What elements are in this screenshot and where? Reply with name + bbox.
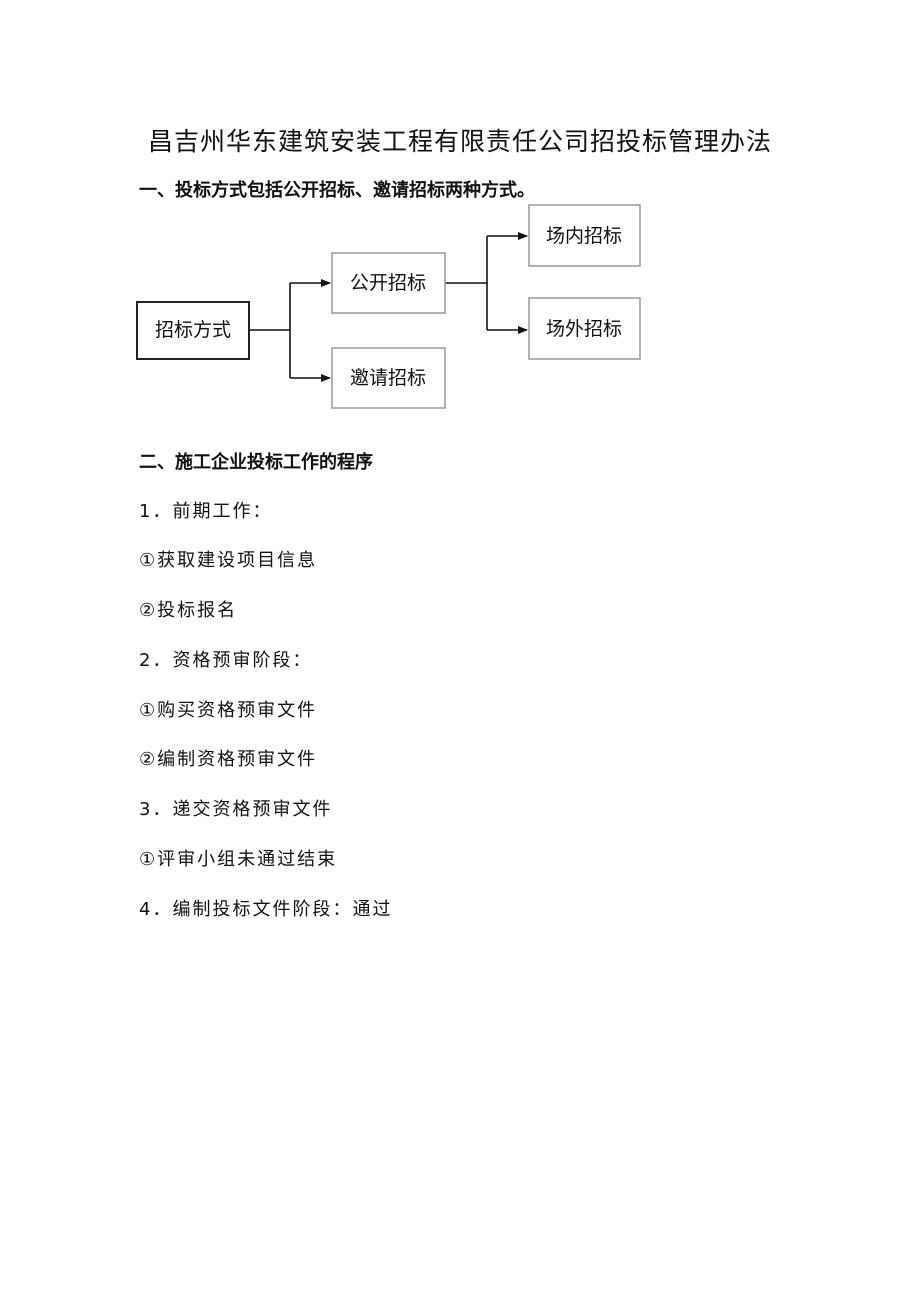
node-offsite-tender-box: [528, 297, 641, 360]
node-onsite-tender: 场内招标: [528, 204, 641, 267]
procedure-step-2: 2．资格预审阶段：: [139, 650, 313, 671]
node-root-box: [136, 301, 250, 360]
procedure-substep-3-1: ①评审小组未通过结束: [139, 849, 338, 870]
node-onsite-tender-label: 场内招标: [546, 225, 622, 247]
node-invited-tender: 邀请招标: [331, 347, 446, 409]
node-open-tender: 公开招标: [331, 252, 446, 314]
node-onsite-tender-box: [528, 204, 641, 267]
procedure-substep-1-2: ②投标报名: [139, 600, 238, 621]
procedure-step-1: 1．前期工作：: [139, 501, 273, 522]
node-offsite-tender-label: 场外招标: [546, 318, 622, 340]
procedure-substep-2-2: ②编制资格预审文件: [139, 749, 318, 770]
node-root-label: 招标方式: [155, 319, 231, 341]
node-offsite-tender: 场外招标: [528, 297, 641, 360]
node-open-tender-box: [331, 252, 446, 314]
procedure-step-3: 3．递交资格预审文件: [139, 799, 333, 820]
section-heading-procedure: 二、施工企业投标工作的程序: [139, 452, 373, 473]
procedure-substep-2-1: ①购买资格预审文件: [139, 700, 318, 721]
node-root: 招标方式: [136, 301, 250, 360]
document-title: 昌吉州华东建筑安装工程有限责任公司招投标管理办法: [147, 127, 772, 156]
section-heading-bidding-methods: 一、投标方式包括公开招标、邀请招标两种方式。: [139, 180, 535, 201]
procedure-substep-1-1: ①获取建设项目信息: [139, 550, 318, 571]
flowchart-edges: [249, 232, 528, 382]
procedure-step-4: 4．编制投标文件阶段：通过: [139, 899, 393, 920]
node-invited-tender-box: [331, 347, 446, 409]
node-open-tender-label: 公开招标: [350, 272, 426, 294]
bidding-methods-flowchart: 招标方式 公开招标 邀请招标 场内招标 场外招标: [136, 204, 641, 409]
node-invited-tender-label: 邀请招标: [350, 367, 426, 389]
